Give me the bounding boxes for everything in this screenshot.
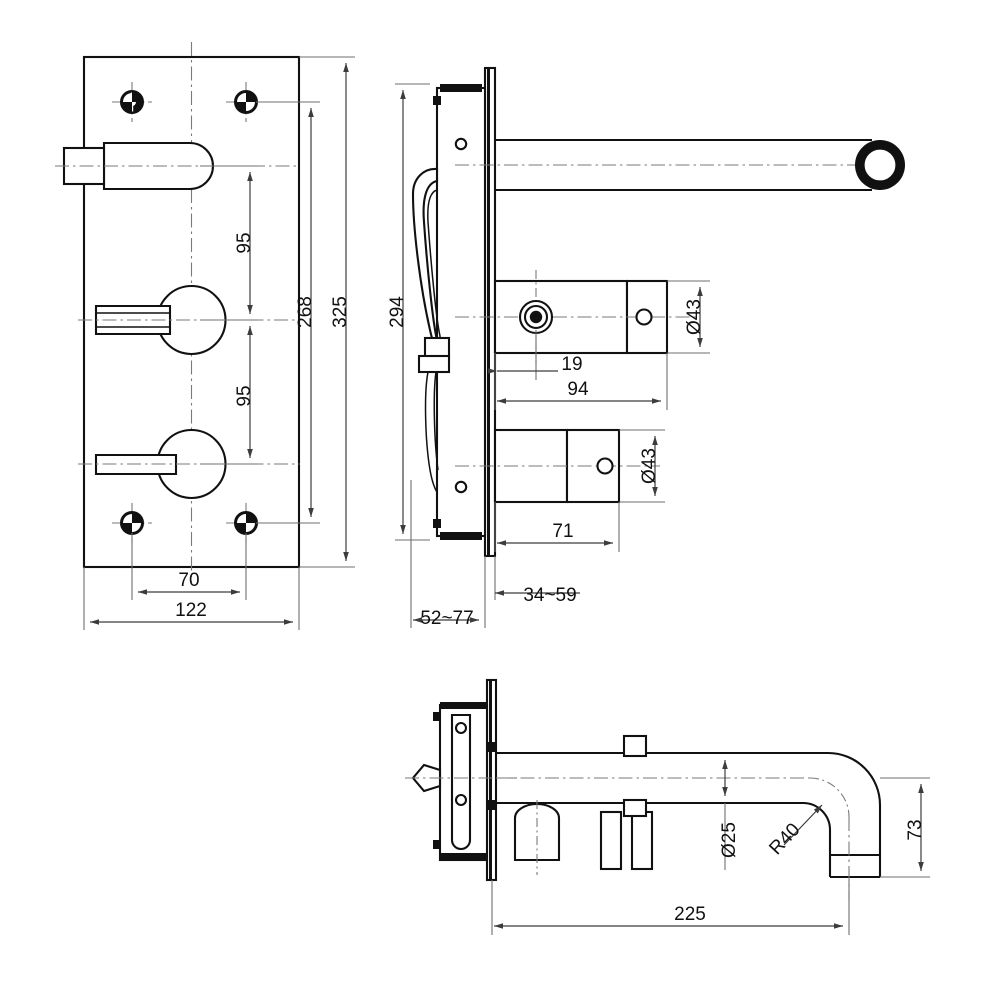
dim-label-294: 294 (387, 296, 408, 328)
dim-label-dia43-upper: Ø43 (684, 299, 705, 335)
dim-19: 19 (488, 330, 583, 380)
bottom-plate-mark-2 (487, 800, 496, 810)
side-body-block (435, 86, 487, 538)
side-valve-upper (455, 270, 700, 364)
side-body-hole-top (454, 137, 468, 151)
bottom-wall-plate-core (489, 680, 492, 880)
side-lever-hub (417, 336, 451, 493)
dim-225: 225 (491, 880, 850, 935)
dim-label-325: 325 (330, 296, 351, 328)
side-body-cap-top (440, 84, 482, 92)
side-body-lug-top (433, 96, 441, 105)
dim-52-77: 52~77 (410, 480, 486, 629)
dim-73: 73 (880, 777, 930, 878)
dim-95-lower: 95 (200, 326, 258, 465)
dim-label-dia25: Ø25 (719, 822, 740, 858)
dim-268: 268 (256, 101, 320, 524)
mounting-hole-bottom-left (112, 503, 152, 543)
dim-dia43-lower: Ø43 (619, 429, 665, 503)
dim-dia43-upper: Ø43 (667, 280, 710, 354)
bottom-connection-stubs (513, 734, 654, 875)
dim-label-95-upper: 95 (234, 232, 255, 253)
dim-label-95-lower: 95 (234, 385, 255, 406)
mounting-hole-top-right (226, 82, 266, 122)
bottom-view: Ø25 R40 73 225 (405, 678, 930, 935)
side-body-hole-bottom (454, 480, 468, 494)
dim-label-52-77: 52~77 (420, 608, 473, 629)
dim-label-dia43-lower: Ø43 (639, 448, 660, 484)
dim-label-225: 225 (674, 904, 706, 925)
dim-label-73: 73 (905, 819, 926, 840)
dim-dia25: Ø25 (719, 760, 740, 870)
front-handle-lower (78, 428, 300, 500)
dim-94: 94 (494, 353, 668, 410)
mounting-hole-top-left (112, 82, 152, 122)
side-wall-plate-core (487, 68, 490, 556)
bottom-body (405, 702, 520, 862)
dim-label-70: 70 (178, 570, 199, 591)
dim-34-59: 34~59 (494, 556, 580, 606)
bottom-spout (496, 751, 882, 900)
side-body-lug-bottom (433, 519, 441, 528)
side-view: 294 Ø43 Ø43 19 94 (387, 66, 905, 629)
dim-label-94: 94 (567, 379, 589, 400)
dim-label-19: 19 (561, 354, 582, 375)
dim-122: 122 (83, 567, 300, 630)
front-view: 95 95 268 325 70 (55, 42, 355, 630)
dim-label-34-59: 34~59 (523, 585, 576, 606)
dim-95-upper: 95 (200, 165, 258, 321)
dim-label-71: 71 (552, 521, 573, 542)
dim-325: 325 (299, 56, 355, 568)
dim-294: 294 (387, 83, 430, 541)
front-spout-profile (55, 141, 300, 191)
dim-71: 71 (494, 502, 620, 552)
side-spout (455, 138, 905, 192)
dim-label-268: 268 (295, 296, 316, 328)
dim-70: 70 (131, 533, 247, 600)
side-body-cap-bottom (440, 532, 482, 540)
dim-label-122: 122 (175, 600, 207, 621)
mounting-hole-bottom-right (226, 503, 266, 543)
front-handle-upper (78, 284, 300, 356)
side-valve-lower (455, 428, 660, 504)
bottom-plate-mark-1 (487, 742, 496, 752)
